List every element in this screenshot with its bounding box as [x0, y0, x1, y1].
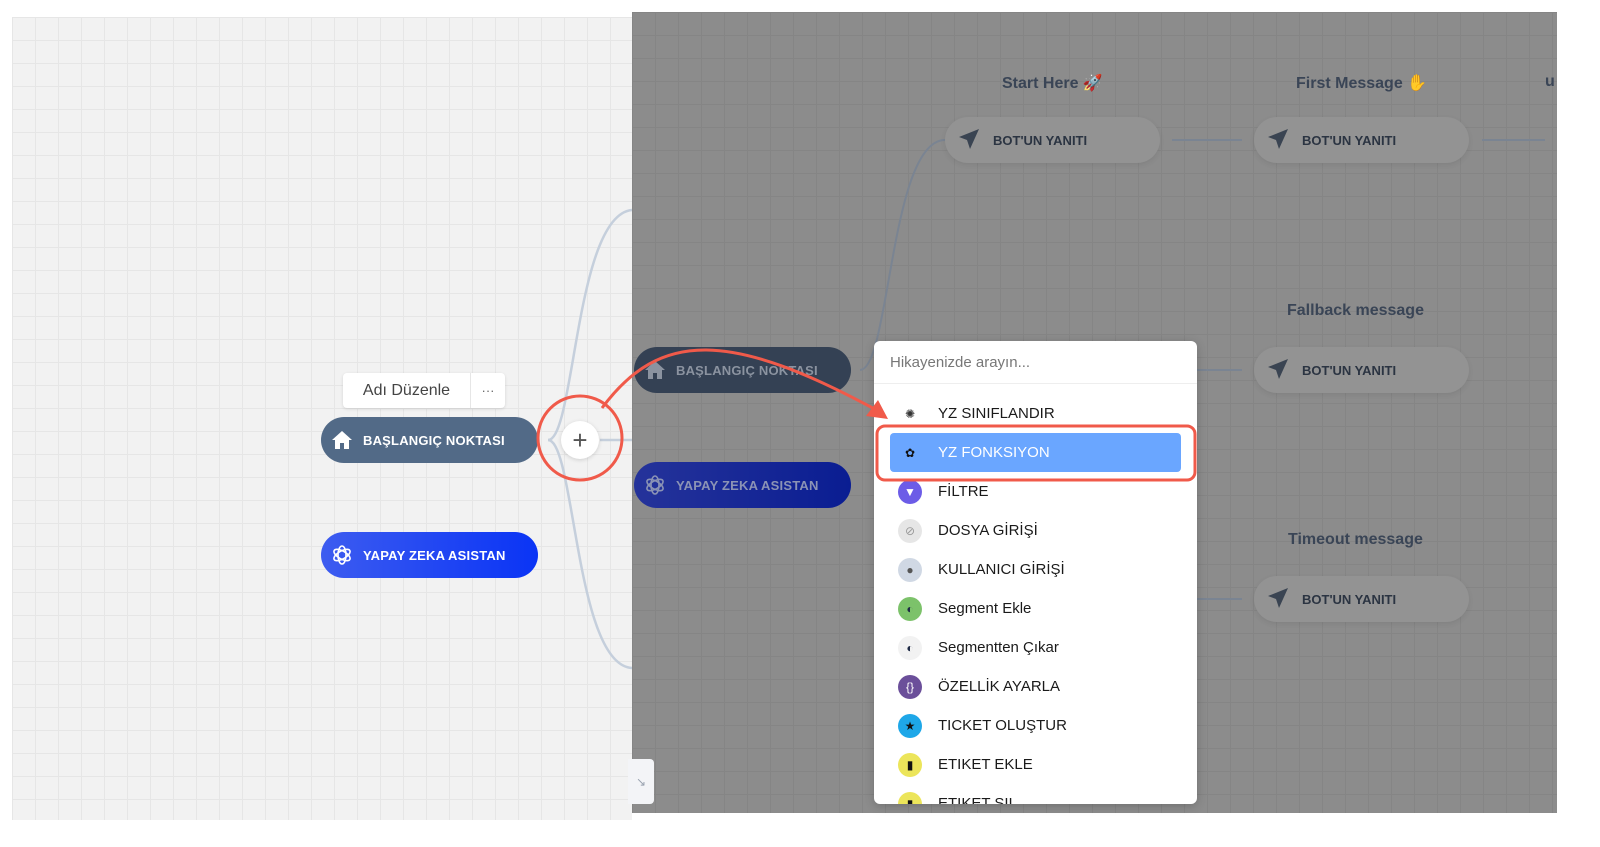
- openai-icon: ✿: [904, 445, 916, 460]
- segment-remove-icon: ◐: [898, 635, 922, 660]
- menu-item-label: TICKET OLUŞTUR: [938, 717, 1067, 734]
- menu-item[interactable]: ▼ FİLTRE: [890, 472, 1181, 511]
- bot-reply-label: BOT'UN YANITI: [1302, 362, 1397, 378]
- menu-item[interactable]: ⊘ DOSYA GİRİŞİ: [890, 511, 1181, 550]
- paperclip-icon: ⊘: [898, 518, 922, 543]
- menu-item-label: ETIKET SIL: [938, 795, 1017, 804]
- more-options-button[interactable]: ···: [481, 383, 495, 398]
- bot-reply-label: BOT'UN YANITI: [1302, 132, 1397, 148]
- openai-icon: [331, 544, 353, 566]
- menu-item-label: ETIKET EKLE: [938, 756, 1033, 773]
- send-icon: [957, 127, 981, 154]
- ai-assistant-node[interactable]: YAPAY ZEKA ASISTAN: [321, 532, 538, 578]
- bot-reply-label: BOT'UN YANITI: [993, 132, 1088, 148]
- ai-assistant-node-label: YAPAY ZEKA ASISTAN: [363, 547, 506, 563]
- menu-item[interactable]: ● KULLANICI GİRİŞİ: [890, 550, 1181, 589]
- openai-icon: [644, 474, 666, 496]
- step-title: First Message ✋: [1296, 75, 1428, 92]
- start-node-label: BAŞLANGIÇ NOKTASI: [363, 432, 505, 448]
- step-title: Fallback message: [1287, 302, 1424, 319]
- menu-item[interactable]: ▮ ETIKET EKLE: [890, 745, 1181, 784]
- step-title: Timeout message: [1288, 531, 1423, 548]
- menu-item-label: ÖZELLİK AYARLA: [938, 678, 1060, 695]
- edit-name-toolbar: Adı Düzenle ···: [343, 373, 505, 408]
- bookmark-icon: ▮: [898, 752, 922, 777]
- canvas-left: [12, 17, 632, 820]
- ai-classify-icon: ✺: [898, 401, 922, 426]
- menu-item-label: YZ FONKSIYON: [938, 444, 1050, 461]
- step-picker-menu: Hikayenizde arayın... ✺ YZ SINIFLANDIR ✿ YZ…: [874, 341, 1197, 804]
- home-icon: [644, 359, 666, 381]
- user-voice-icon: ●: [898, 557, 922, 582]
- braces-icon: {}: [898, 674, 922, 699]
- send-icon: [1266, 586, 1290, 613]
- menu-item[interactable]: ★ TICKET OLUŞTUR: [890, 706, 1181, 745]
- menu-item[interactable]: ◐ Segmentten Çıkar: [890, 628, 1181, 667]
- menu-item[interactable]: ◐ Segment Ekle: [890, 589, 1181, 628]
- search-input[interactable]: Hikayenizde arayın...: [874, 341, 1197, 384]
- tag-remove-icon: ▮: [898, 791, 922, 804]
- menu-item[interactable]: {} ÖZELLİK AYARLA: [890, 667, 1181, 706]
- filter-icon: ▼: [898, 479, 922, 504]
- menu-item-label: Segment Ekle: [938, 600, 1032, 617]
- menu-item-label: FİLTRE: [938, 483, 989, 500]
- home-icon: [331, 429, 353, 451]
- ticket-icon: ★: [898, 713, 922, 738]
- start-node-dimmed: BAŞLANGIÇ NOKTASI: [634, 347, 851, 393]
- send-icon: [1266, 357, 1290, 384]
- bot-reply-node: BOT'UN YANITI: [1254, 576, 1469, 622]
- start-node[interactable]: BAŞLANGIÇ NOKTASI: [321, 417, 538, 463]
- bot-reply-node: BOT'UN YANITI: [1254, 117, 1469, 163]
- ai-assistant-node-dimmed: YAPAY ZEKA ASISTAN: [634, 462, 851, 508]
- send-icon: [1266, 127, 1290, 154]
- step-title-truncated: u: [1545, 73, 1555, 90]
- menu-item[interactable]: ▮ ETIKET SIL: [890, 784, 1181, 804]
- step-title: Start Here 🚀: [1002, 75, 1103, 92]
- menu-item-label: DOSYA GİRİŞİ: [938, 522, 1038, 539]
- menu-item[interactable]: ✿ YZ FONKSIYON: [890, 433, 1181, 472]
- bot-reply-node: BOT'UN YANITI: [1254, 347, 1469, 393]
- bot-reply-label: BOT'UN YANITI: [1302, 591, 1397, 607]
- menu-item-label: Segmentten Çıkar: [938, 639, 1059, 656]
- bot-reply-node: BOT'UN YANITI: [945, 117, 1160, 163]
- menu-item[interactable]: ✺ YZ SINIFLANDIR: [890, 394, 1181, 433]
- ai-assistant-node-label: YAPAY ZEKA ASISTAN: [676, 477, 819, 493]
- menu-item-label: YZ SINIFLANDIR: [938, 405, 1055, 422]
- start-node-label: BAŞLANGIÇ NOKTASI: [676, 362, 818, 378]
- edit-name-button[interactable]: Adı Düzenle: [343, 373, 471, 408]
- segment-add-icon: ◐: [898, 596, 922, 621]
- collapse-button[interactable]: ↘: [628, 759, 654, 804]
- menu-item-label: KULLANICI GİRİŞİ: [938, 561, 1065, 578]
